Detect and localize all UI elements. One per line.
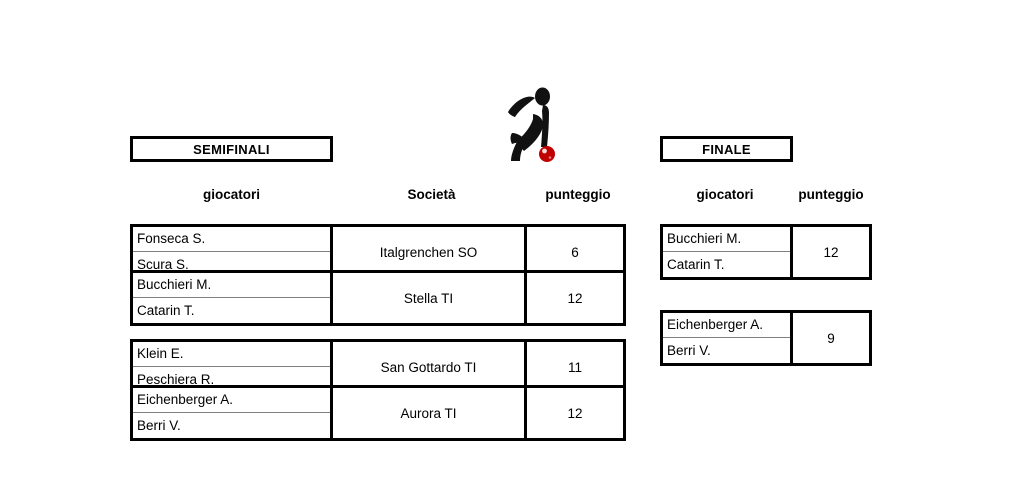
player-name: Eichenberger A.	[663, 313, 790, 338]
semifinali-match-1-score: 6	[571, 244, 579, 260]
player-name: Catarin T.	[667, 256, 725, 272]
semifinali-header-punteggio: punteggio	[545, 187, 611, 202]
semifinali-match-4-players: Eichenberger A. Berri V.	[133, 388, 333, 438]
semifinali-match-3-society: San Gottardo TI	[333, 342, 527, 392]
finale-match-2-score: 9	[827, 330, 835, 346]
finale-match-2-players: Eichenberger A. Berri V.	[663, 313, 793, 363]
semifinali-match-1-players: Fonseca S. Scura S.	[133, 227, 333, 277]
semifinali-match-3-score: 11	[567, 359, 582, 375]
semifinali-match-2-score: 12	[567, 290, 583, 306]
section-title-finale: FINALE	[660, 136, 793, 162]
finale-header-giocatori: giocatori	[696, 187, 754, 202]
finale-match-1-score: 12	[823, 244, 839, 260]
semifinali-match-2-society: Stella TI	[333, 273, 527, 323]
player-name: Berri V.	[137, 417, 181, 433]
player-name: Catarin T.	[137, 302, 195, 318]
semifinali-header-societa: Società	[407, 187, 456, 202]
semifinali-header-giocatori: giocatori	[202, 187, 260, 202]
finale-header-punteggio: punteggio	[798, 187, 864, 202]
table-row: Bucchieri M. Catarin T. Stella TI 12	[130, 270, 626, 326]
player-name: Bucchieri M.	[133, 273, 330, 298]
player-name: Scura S.	[137, 256, 189, 272]
player-name: Berri V.	[667, 342, 711, 358]
semifinali-match-3-players: Klein E. Peschiera R.	[133, 342, 333, 392]
semifinali-match-4-score: 12	[567, 405, 583, 421]
table-row: Eichenberger A. Berri V. Aurora TI 12	[130, 385, 626, 441]
table-row: Eichenberger A. Berri V. 9	[660, 310, 872, 366]
semifinali-match-4-society: Aurora TI	[333, 388, 527, 438]
table-row: Bucchieri M. Catarin T. 12	[660, 224, 872, 280]
player-name: Fonseca S.	[133, 227, 330, 252]
player-name: Klein E.	[133, 342, 330, 367]
bowls-player-logo-icon	[502, 85, 568, 165]
player-name: Eichenberger A.	[133, 388, 330, 413]
semifinali-match-1-society: Italgrenchen SO	[333, 227, 527, 277]
section-title-semifinali: SEMIFINALI	[130, 136, 333, 162]
player-name: Peschiera R.	[137, 371, 215, 387]
player-name: Bucchieri M.	[663, 227, 790, 252]
semifinali-match-2-players: Bucchieri M. Catarin T.	[133, 273, 333, 323]
finale-match-1-players: Bucchieri M. Catarin T.	[663, 227, 793, 277]
